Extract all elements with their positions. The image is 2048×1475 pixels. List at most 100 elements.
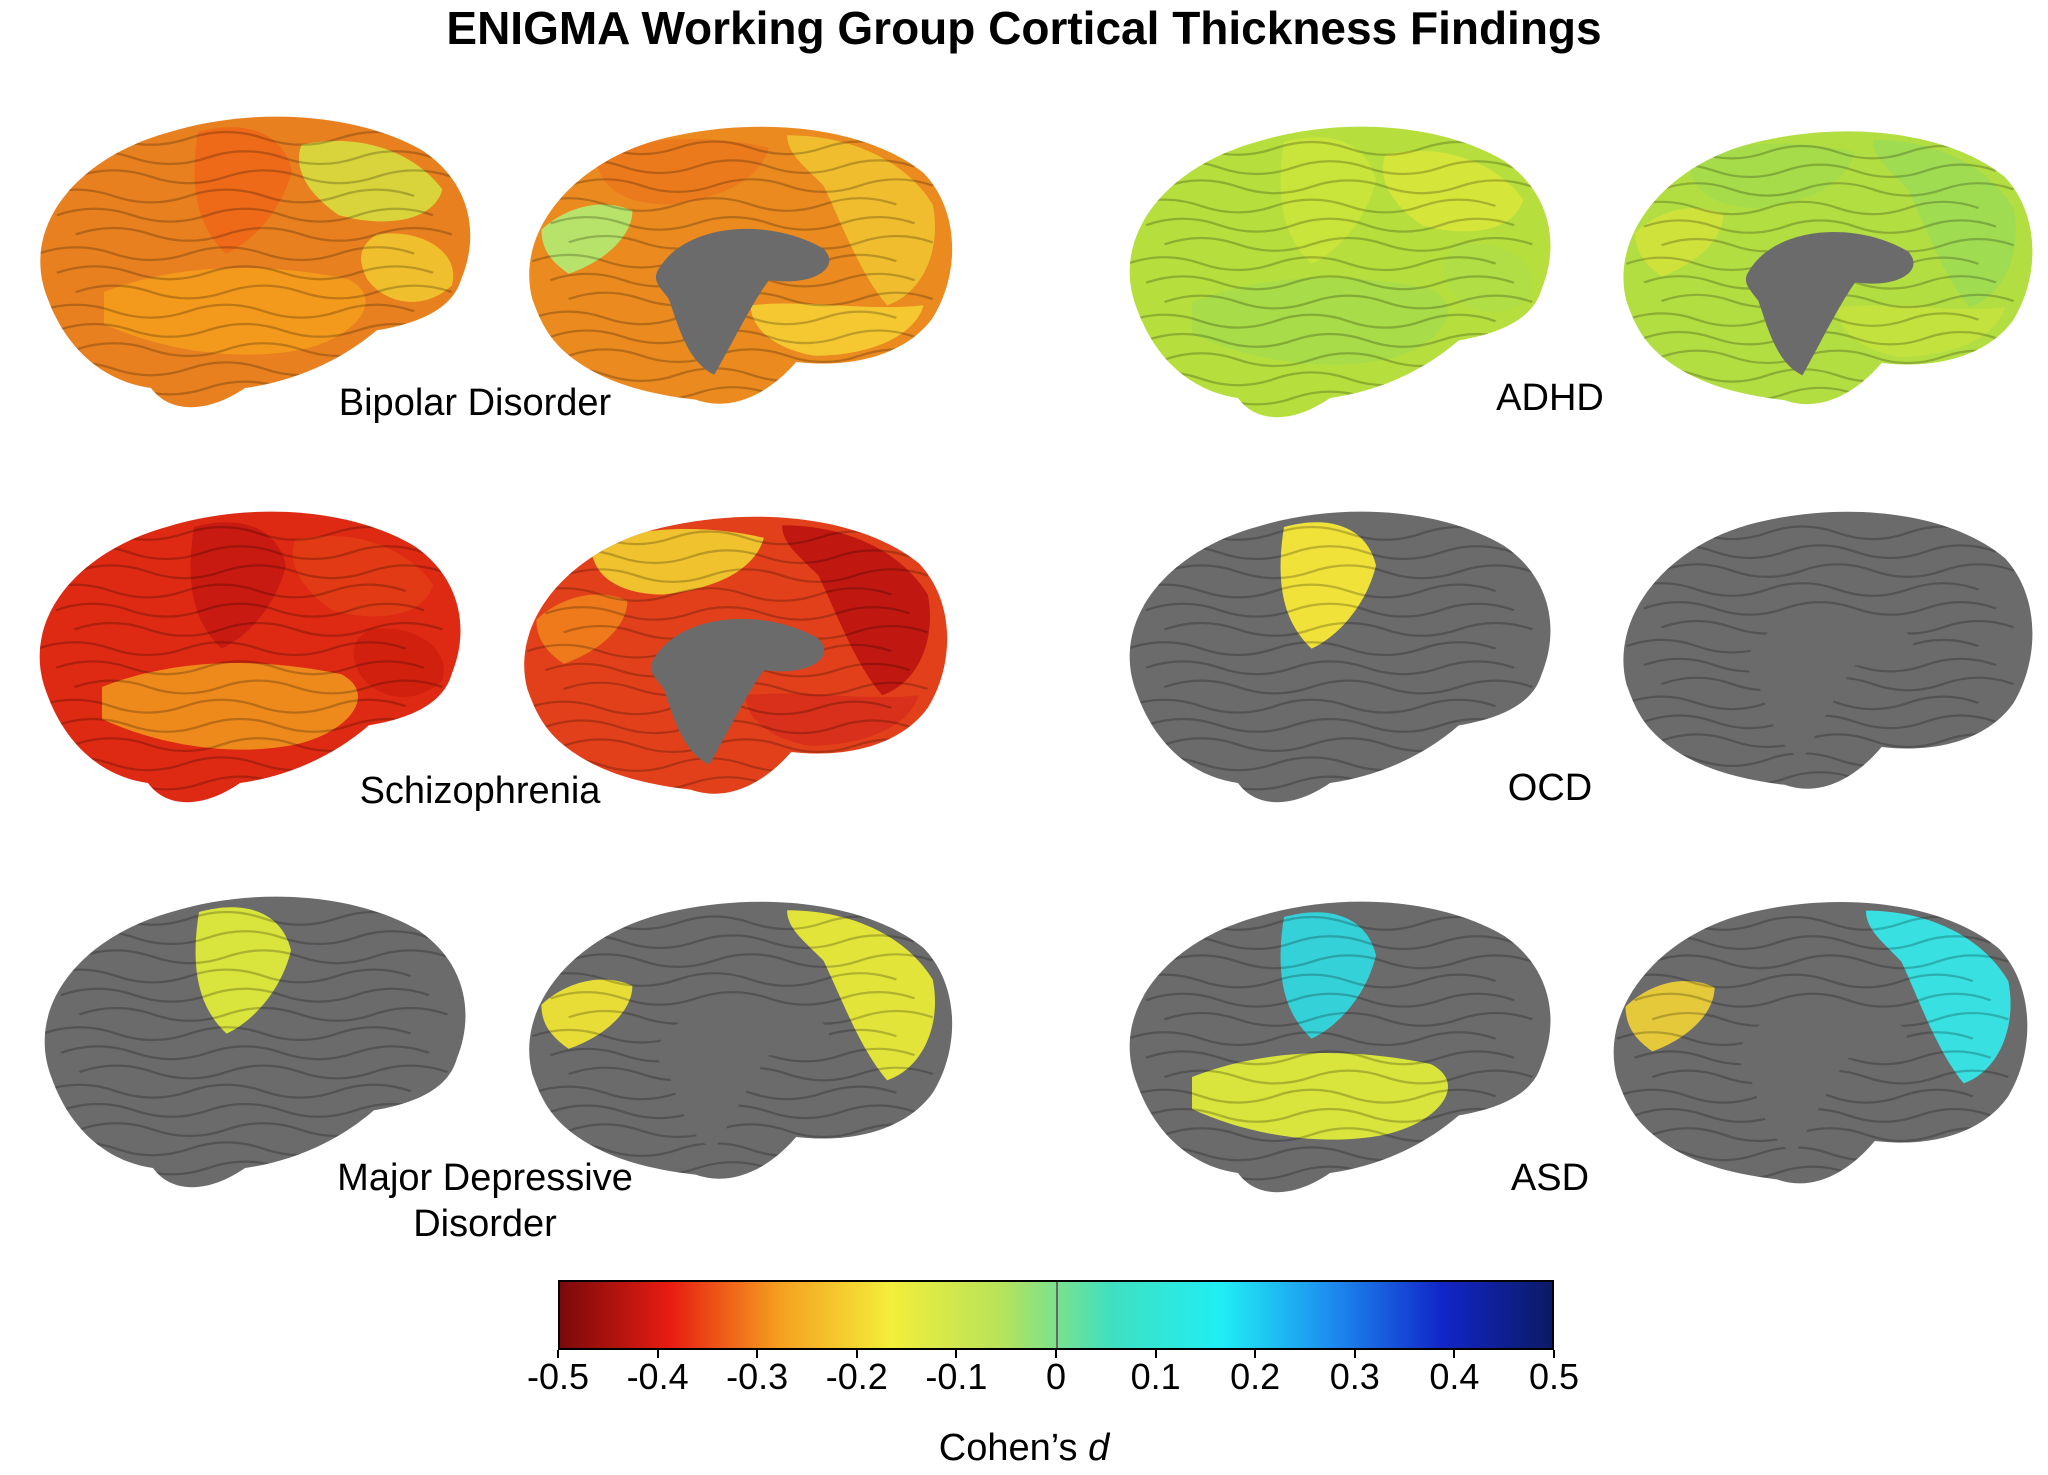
gyrus-texture: [531, 197, 898, 212]
colorbar-tick: [855, 1350, 858, 1358]
colorbar-tick: [1254, 1350, 1257, 1358]
midline-structure: [655, 1003, 830, 1150]
gyrus-texture: [1145, 660, 1515, 676]
brain-medial-asd: [1613, 901, 2028, 1184]
gyrus-texture: [567, 348, 934, 364]
gyrus-texture: [1643, 219, 1997, 234]
colorbar-tick: [1553, 1350, 1555, 1358]
midline-structure: [655, 228, 830, 375]
brain-medial-bipolar: [529, 126, 953, 404]
gyrus-texture: [1643, 163, 1997, 179]
panel-label-mdd: Major Depressive Disorder: [337, 1157, 633, 1245]
brain-region: [787, 135, 936, 306]
brain-region: [1280, 912, 1376, 1039]
gyrus-texture: [1625, 200, 1980, 216]
colorbar-tick-label: -0.3: [726, 1356, 789, 1397]
colorbar-tick-label: -0.4: [626, 1356, 689, 1397]
gyrus-texture: [40, 188, 415, 204]
gyrus-texture: [526, 587, 893, 602]
brain-region: [787, 910, 936, 1081]
gyrus-texture: [1129, 973, 1497, 989]
brain-region: [1443, 243, 1534, 312]
midline-structure: [1745, 232, 1914, 376]
brain-region: [1625, 981, 1715, 1052]
gyrus-texture: [39, 698, 407, 714]
gyrus-texture: [56, 265, 434, 281]
brain-region: [1280, 137, 1376, 264]
midline-structure: [1737, 1005, 1908, 1154]
gyrus-texture: [40, 303, 415, 319]
gyrus-texture: [1163, 564, 1534, 580]
brain-region: [361, 233, 454, 302]
gyrus-texture: [44, 968, 412, 984]
brain-medial-adhd: [1623, 131, 2033, 405]
colorbar-tick: [1453, 1350, 1456, 1358]
gyrus-texture: [544, 549, 911, 565]
brain-region: [750, 303, 924, 356]
gyrus-texture: [60, 930, 430, 946]
colorbar-tick: [1353, 1350, 1356, 1358]
brain-region: [782, 525, 931, 696]
brain-lateral-asd: [1129, 901, 1551, 1193]
gyrus-texture: [40, 246, 415, 262]
gyrus-texture: [44, 1026, 412, 1042]
gyrus-texture: [39, 583, 407, 599]
brain-region: [1382, 150, 1524, 232]
brain-lateral-ocd: [1129, 511, 1551, 803]
gyrus-texture: [1643, 601, 1997, 616]
gyrus-texture: [1633, 935, 1992, 951]
gyrus-texture: [544, 606, 911, 621]
colorbar-tick-label: -0.2: [825, 1356, 888, 1397]
gyrus-texture: [1163, 679, 1534, 695]
gyrus-texture: [1145, 217, 1515, 233]
gyrus-texture: [56, 150, 434, 166]
gyrus-texture: [531, 972, 898, 987]
brain-region: [1837, 305, 2005, 357]
gyrus-texture: [1145, 160, 1515, 176]
colorbar-tick-label: 0: [1045, 1356, 1067, 1397]
gyrus-texture: [56, 322, 434, 338]
panel-label-adhd: ADHD: [1496, 377, 1604, 419]
brain-region: [541, 979, 633, 1049]
colorbar-zero-line: [1056, 1282, 1058, 1348]
gyrus-texture: [55, 545, 425, 561]
gyrus-texture: [1129, 198, 1497, 214]
gyrus-texture: [1129, 583, 1497, 599]
colorbar-tick-label: 0.1: [1130, 1356, 1181, 1397]
gyrus-texture: [73, 621, 444, 637]
gyrus-texture: [39, 641, 407, 657]
brain-region: [536, 594, 628, 664]
gyrus-texture: [44, 1083, 412, 1099]
gyrus-texture: [78, 1064, 449, 1080]
gyrus-texture: [549, 159, 916, 175]
gyrus-texture: [60, 1045, 430, 1061]
brain-medial-ocd: [1623, 511, 2033, 789]
gyrus-texture: [1129, 256, 1497, 272]
gyrus-texture: [567, 953, 934, 968]
gyrus-texture: [1660, 182, 2015, 197]
gyrus-texture: [1163, 621, 1534, 637]
gyrus-texture: [1145, 1050, 1515, 1066]
gyrus-texture: [562, 738, 929, 754]
colorbar-tick-label: 0.4: [1429, 1356, 1480, 1397]
colorbar-tick-label: 0.2: [1230, 1356, 1281, 1397]
panel-label-bipolar: Bipolar Disorder: [338, 382, 612, 424]
gyrus-texture: [1145, 602, 1515, 618]
gyrus-texture: [1660, 349, 2015, 365]
gyrus-texture: [1643, 544, 1997, 560]
gyrus-texture: [562, 568, 929, 583]
gyrus-texture: [55, 602, 425, 618]
brain-region: [353, 628, 444, 697]
gyrus-texture: [1145, 935, 1515, 951]
colorbar-tick: [557, 1350, 559, 1358]
colorbar-tick-label: 0.5: [1528, 1356, 1580, 1397]
gyrus-texture: [1145, 992, 1515, 1008]
gyrus-texture: [1163, 294, 1534, 310]
gyrus-texture: [567, 178, 934, 193]
gyrus-texture: [549, 934, 916, 950]
brain-lateral-bipolar: [40, 116, 471, 408]
brain-surface: [1129, 511, 1551, 803]
brain-region: [190, 522, 286, 649]
brain-region: [1865, 910, 2011, 1084]
colorbar-tick: [955, 1350, 958, 1358]
